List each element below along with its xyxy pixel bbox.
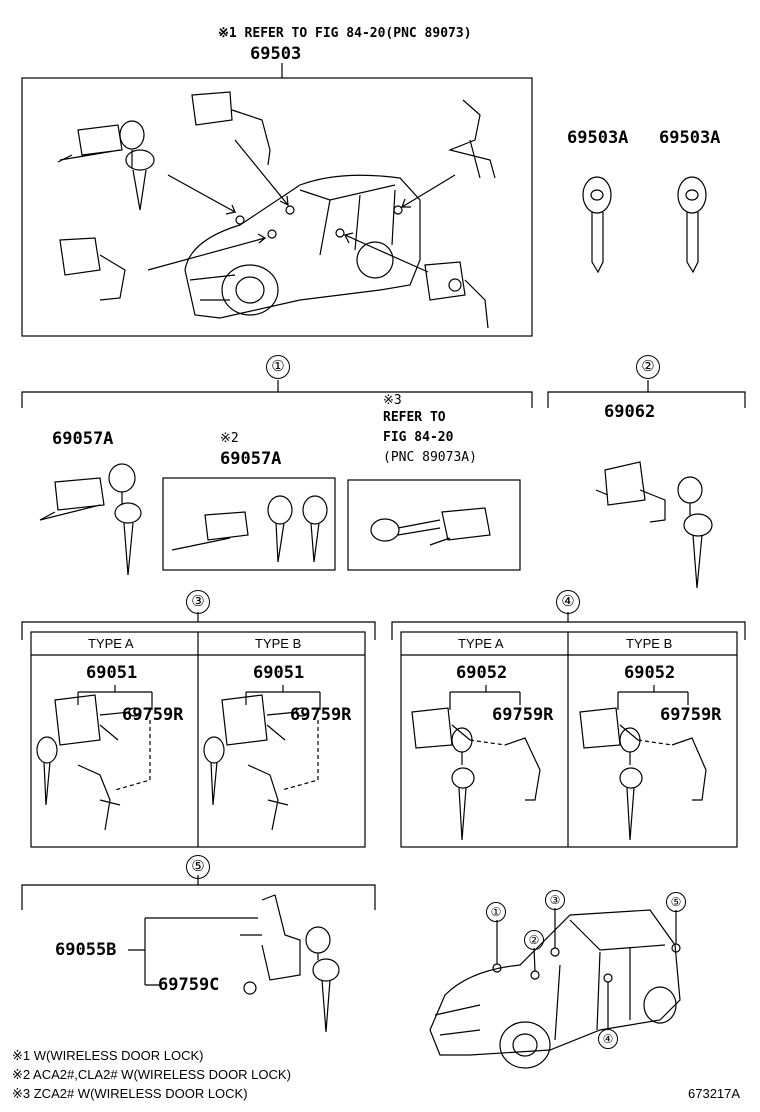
- vehicle-top-illustration: [184, 174, 421, 319]
- section3-type-b-label: TYPE B: [255, 636, 302, 651]
- part-number-69055b[interactable]: 69055B: [55, 940, 117, 960]
- section3-type-a-label: TYPE A: [88, 636, 134, 651]
- part-number-69503a-left[interactable]: 69503A: [567, 128, 629, 148]
- note-mark-2: ※2: [220, 431, 239, 446]
- part-number-69057a-middle[interactable]: 69057A: [220, 449, 282, 469]
- key-69503a-right: [677, 176, 707, 274]
- top-lock-parts: [57, 91, 496, 329]
- pointer-arrows: [147, 139, 456, 273]
- locator-circle-1: ①: [486, 902, 506, 922]
- part-number-69759r-3a[interactable]: 69759R: [122, 705, 184, 725]
- part-number-69062[interactable]: 69062: [604, 402, 656, 422]
- section4-typeB-parts: [579, 707, 707, 841]
- part-number-69057a-left[interactable]: 69057A: [52, 429, 114, 449]
- footnote-1: ※1 W(WIRELESS DOOR LOCK): [12, 1048, 204, 1063]
- cylinder-89073a: [370, 507, 491, 546]
- part-number-69052-a[interactable]: 69052: [456, 663, 508, 683]
- figure-id: 673217A: [688, 1086, 741, 1101]
- part-number-69052-b[interactable]: 69052: [624, 663, 676, 683]
- section5-bracket: [21, 884, 376, 910]
- part-number-69759c[interactable]: 69759C: [158, 975, 220, 995]
- key-69503a-left: [582, 176, 612, 274]
- refer-to-line3: (PNC 89073A): [383, 450, 477, 465]
- cylinder-69062: [595, 461, 713, 589]
- cylinder-69057a-middle: [171, 495, 328, 563]
- part-number-69759r-3b[interactable]: 69759R: [290, 705, 352, 725]
- locator-circle-3: ③: [545, 890, 565, 910]
- section2-circle: ②: [636, 355, 660, 379]
- section1-circle: ①: [266, 355, 290, 379]
- section2-bracket: [547, 391, 746, 408]
- locator-circle-5: ⑤: [666, 892, 686, 912]
- section3-typeA-parts: [36, 694, 151, 831]
- part-number-69503[interactable]: 69503: [250, 44, 302, 64]
- section1-right-box: [347, 479, 521, 571]
- section4-table: [400, 631, 738, 848]
- section4-type-b-label: TYPE B: [626, 636, 673, 651]
- section1-middle-box: [162, 477, 336, 571]
- locator-circle-2: ②: [524, 930, 544, 950]
- section5-circle: ⑤: [186, 855, 210, 879]
- part-number-69759r-4b[interactable]: 69759R: [660, 705, 722, 725]
- footnote-3: ※3 ZCA2# W(WIRELESS DOOR LOCK): [12, 1086, 248, 1101]
- footnote-2: ※2 ACA2#,CLA2# W(WIRELESS DOOR LOCK): [12, 1067, 291, 1082]
- note-mark-3: ※3: [383, 393, 402, 408]
- section3-circle: ③: [186, 590, 210, 614]
- top-frame: [21, 77, 533, 337]
- locator-circle-4: ④: [598, 1029, 618, 1049]
- section4-typeA-parts: [411, 707, 541, 841]
- cylinder-69057a-left: [39, 463, 142, 576]
- refer-to-line1: REFER TO: [383, 410, 446, 425]
- section4-circle: ④: [556, 590, 580, 614]
- section5-leaders: [128, 917, 258, 986]
- section3-typeB-parts: [203, 694, 319, 831]
- part-number-69051-b[interactable]: 69051: [253, 663, 305, 683]
- part-number-69051-a[interactable]: 69051: [86, 663, 138, 683]
- section4-type-a-label: TYPE A: [458, 636, 504, 651]
- section5-parts: [240, 894, 340, 1033]
- part-number-69503a-right[interactable]: 69503A: [659, 128, 721, 148]
- note-ref-89073: ※1 REFER TO FIG 84-20(PNC 89073): [218, 26, 472, 41]
- locator-vehicle: [429, 908, 681, 1069]
- part-number-69759r-4a[interactable]: 69759R: [492, 705, 554, 725]
- section1-bracket: [21, 391, 533, 408]
- refer-to-line2: FIG 84-20: [383, 430, 454, 445]
